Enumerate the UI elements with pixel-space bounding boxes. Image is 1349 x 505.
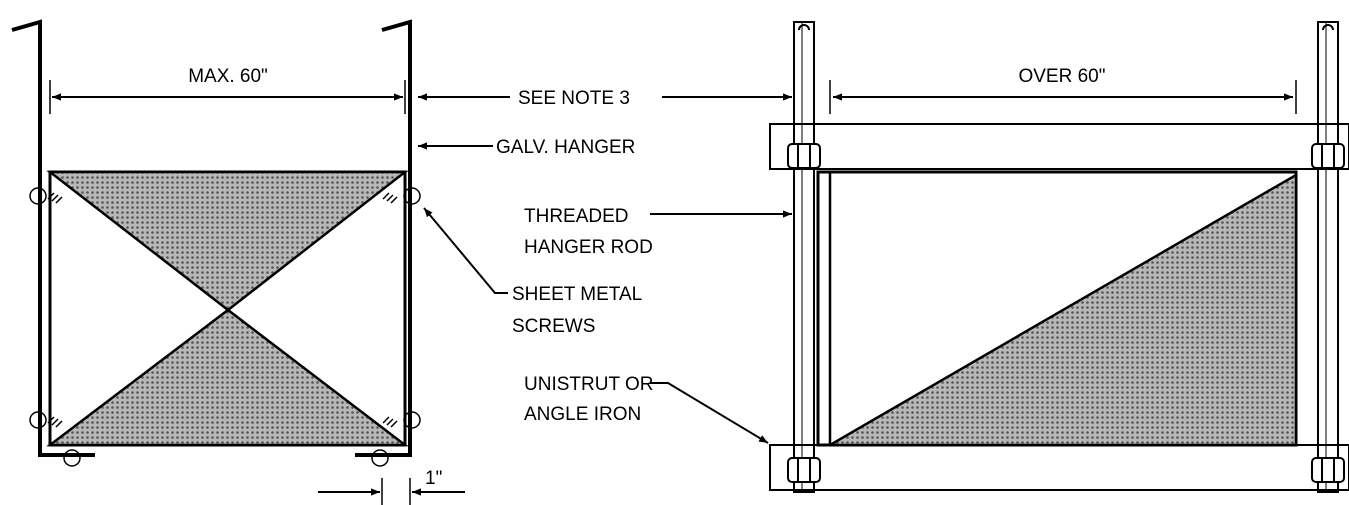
- unistrut-label-line1: UNISTRUT OR: [524, 374, 653, 395]
- see-note-label: SEE NOTE 3: [518, 88, 630, 109]
- gap-dimension-label: 1": [425, 468, 442, 489]
- callouts: SEE NOTE 3 GALV. HANGER THREADED HANGER …: [418, 88, 792, 444]
- right-detail: OVER 60": [769, 21, 1349, 493]
- left-galv-hanger-strap: [11, 19, 95, 457]
- left-duct-upper-triangle: [46, 170, 409, 312]
- right-threaded-hanger-rod: [1317, 21, 1339, 493]
- sheet-metal-label-line2: SCREWS: [512, 316, 595, 337]
- sheet-metal-screws-leader: [423, 207, 508, 294]
- lower-unistrut: [769, 444, 1349, 491]
- threaded-rod-label-line1: THREADED: [524, 206, 629, 227]
- left-detail: MAX. 60" 1": [11, 19, 465, 505]
- upper-unistrut: [769, 123, 1349, 170]
- unistrut-leader: [650, 382, 769, 444]
- unistrut-label-line2: ANGLE IRON: [524, 404, 641, 425]
- left-threaded-hanger-rod: [793, 21, 815, 493]
- right-duct-triangle: [825, 172, 1298, 447]
- hex-nuts: [787, 143, 1345, 483]
- threaded-rod-label-line2: HANGER ROD: [524, 237, 653, 258]
- right-galv-hanger-strap: [355, 19, 412, 457]
- galv-hanger-label: GALV. HANGER: [496, 137, 635, 158]
- over-width-label: OVER 60": [1018, 66, 1105, 87]
- sheet-metal-screw-symbols: [29, 187, 421, 467]
- sheet-metal-label-line1: SHEET METAL: [512, 284, 642, 305]
- max-width-label: MAX. 60": [188, 66, 268, 87]
- left-duct-lower-triangle: [46, 308, 409, 447]
